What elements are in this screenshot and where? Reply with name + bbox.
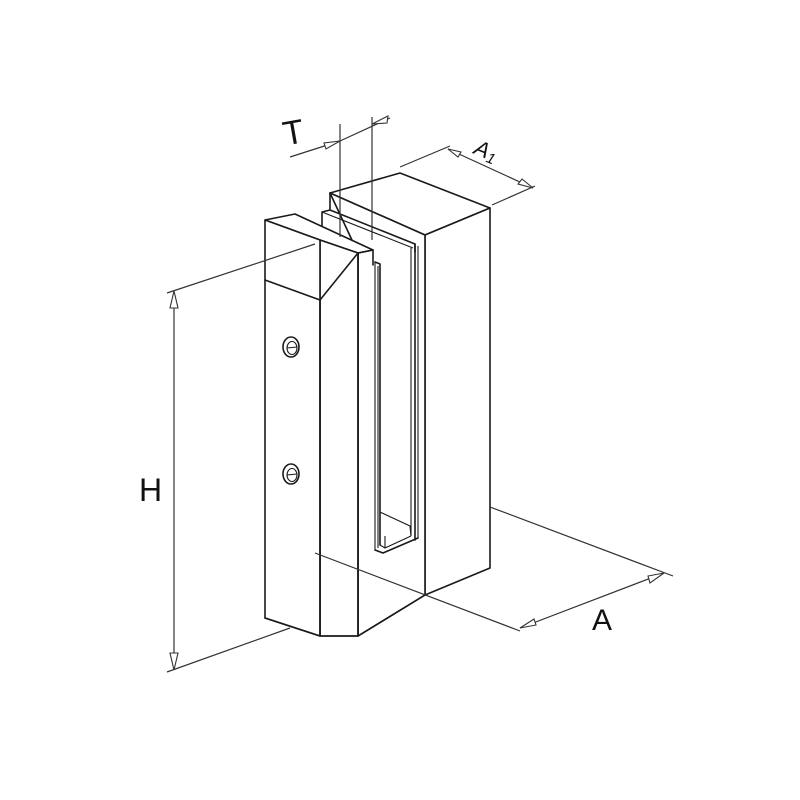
bolt-hole-top	[282, 336, 300, 358]
dimension-T	[289, 115, 391, 240]
dimension-label-A: A	[592, 604, 613, 637]
glass-channel	[321, 192, 419, 554]
front-clamp	[264, 213, 426, 637]
dimension-A	[314, 506, 674, 632]
dimension-label-H: H	[139, 472, 163, 508]
dimension-A1	[399, 145, 536, 206]
bolt-hole-bottom	[282, 463, 300, 485]
dimension-H	[166, 243, 316, 673]
